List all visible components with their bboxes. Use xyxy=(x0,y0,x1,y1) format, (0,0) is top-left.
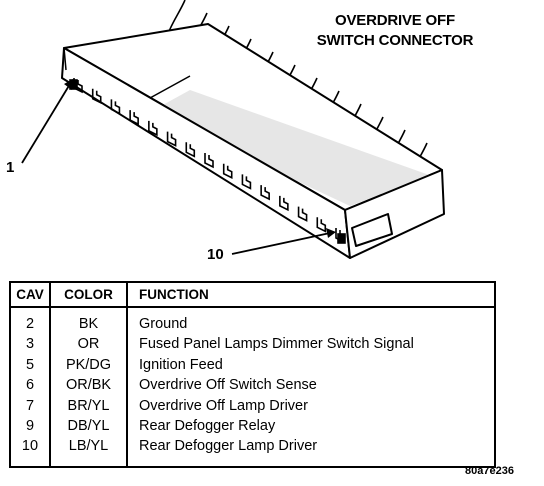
cav-cell: 9 xyxy=(25,418,35,435)
cavity-slot xyxy=(129,110,139,126)
color-cell: DB/YL xyxy=(67,418,110,435)
cav-cell: 6 xyxy=(25,377,35,394)
cavity-slot xyxy=(279,195,289,212)
cav-cell: 7 xyxy=(25,397,35,414)
cavity-slots xyxy=(69,78,346,244)
header-color: COLOR xyxy=(51,283,128,306)
color-cell: OR/BK xyxy=(65,377,112,394)
terminal-marker xyxy=(337,233,346,244)
header-cav: CAV xyxy=(11,283,51,306)
connector-body xyxy=(61,23,445,259)
callout-1-arrowhead xyxy=(64,79,73,90)
cavity-slot xyxy=(91,88,102,105)
color-cell: LB/YL xyxy=(68,438,109,455)
function-cell: Rear Defogger Lamp Driver xyxy=(139,438,318,455)
callout-10-arrowhead xyxy=(326,228,336,238)
color-cell: OR xyxy=(77,336,100,353)
function-cell: Fused Panel Lamps Dimmer Switch Signal xyxy=(139,336,414,353)
cavity-slot xyxy=(148,120,158,137)
cavity-slot xyxy=(260,185,270,201)
color-cell: PK/DG xyxy=(65,356,112,373)
cavity-slot xyxy=(316,217,327,233)
pinout-table-header: CAV COLOR FUNCTION xyxy=(11,283,494,308)
figure-code: 80a7e236 xyxy=(465,465,514,477)
cavity-slot xyxy=(241,174,252,190)
callout-10-leader xyxy=(231,232,331,255)
callout-label-cavity-10: 10 xyxy=(207,246,224,263)
function-cell: Rear Defogger Relay xyxy=(139,418,276,435)
callout-1-leader xyxy=(21,83,71,164)
color-cell: BK xyxy=(78,316,99,332)
cavity-slot xyxy=(166,131,177,147)
cav-cell: 10 xyxy=(21,438,39,455)
pinout-table-body: 2 3 5 6 7 9 10 BK OR PK/DG OR/BK BR/YL DB/YL LB/YL G… xyxy=(11,308,494,466)
cavity-slot xyxy=(204,153,214,169)
function-cell: Overdrive Off Lamp Driver xyxy=(139,397,308,414)
function-cell: Overdrive Off Switch Sense xyxy=(139,377,317,394)
connector-top-shade xyxy=(150,90,432,206)
cav-cell: 5 xyxy=(25,356,35,373)
diagram-title-line-1: OVERDRIVE OFF xyxy=(335,12,455,29)
function-cell: Ground xyxy=(139,316,188,332)
cavity-slot xyxy=(222,163,233,180)
pinout-table: CAV COLOR FUNCTION 2 3 5 6 7 9 10 BK OR PK/DG OR/… xyxy=(9,281,496,468)
color-column: BK OR PK/DG OR/BK BR/YL DB/YL LB/YL xyxy=(51,308,128,466)
connector-illustration xyxy=(21,0,445,259)
function-cell: Ignition Feed xyxy=(139,356,223,373)
cav-cell: 2 xyxy=(25,316,35,332)
cav-cell: 3 xyxy=(25,336,35,353)
diagram-title-line-2: SWITCH CONNECTOR xyxy=(316,32,474,49)
connector-latch xyxy=(351,213,393,247)
cavity-slot xyxy=(185,142,196,158)
cavity-slot xyxy=(297,206,308,222)
cavity-slot xyxy=(110,99,121,115)
header-function: FUNCTION xyxy=(139,287,209,302)
color-cell: BR/YL xyxy=(67,397,110,414)
callout-label-cavity-1: 1 xyxy=(6,159,15,176)
cav-column: 2 3 5 6 7 9 10 xyxy=(11,308,51,466)
